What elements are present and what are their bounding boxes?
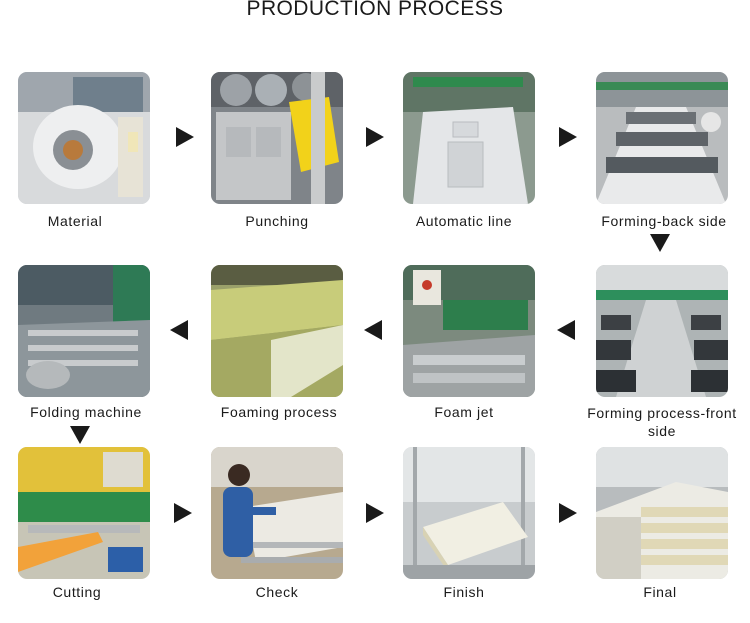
right-arrow-icon (366, 503, 384, 523)
material-photo (18, 72, 150, 204)
forming-back-side-photo (596, 72, 728, 204)
right-arrow-icon (174, 503, 192, 523)
left-arrow-icon (557, 320, 575, 340)
foaming-process-photo (211, 265, 343, 397)
step-label: Forming process-front side (587, 405, 737, 439)
left-arrow-icon (364, 320, 382, 340)
step-label: Finish (443, 584, 485, 600)
right-arrow-icon (559, 127, 577, 147)
left-arrow-icon (170, 320, 188, 340)
down-arrow-icon (650, 234, 670, 252)
right-arrow-icon (366, 127, 384, 147)
step-label: Foam jet (434, 404, 494, 420)
step-label: Material (47, 213, 103, 229)
step-label: Final (643, 584, 677, 600)
step-label: Automatic line (415, 213, 513, 229)
finish-photo (403, 447, 535, 579)
folding-machine-photo (18, 265, 150, 397)
step-label: Folding machine (30, 404, 142, 420)
right-arrow-icon (559, 503, 577, 523)
step-label: Check (255, 584, 299, 600)
final-photo (596, 447, 728, 579)
automatic-line-photo (403, 72, 535, 204)
check-photo (211, 447, 343, 579)
cutting-photo (18, 447, 150, 579)
forming-front-side-photo (596, 265, 728, 397)
step-label: Punching (245, 213, 309, 229)
step-label: Forming-back side (601, 213, 727, 229)
foam-jet-photo (403, 265, 535, 397)
page-title: PRODUCTION PROCESS (246, 0, 504, 20)
step-label: Cutting (52, 584, 102, 600)
step-label: Foaming process (220, 404, 338, 420)
punching-photo (211, 72, 343, 204)
down-arrow-icon (70, 426, 90, 444)
right-arrow-icon (176, 127, 194, 147)
